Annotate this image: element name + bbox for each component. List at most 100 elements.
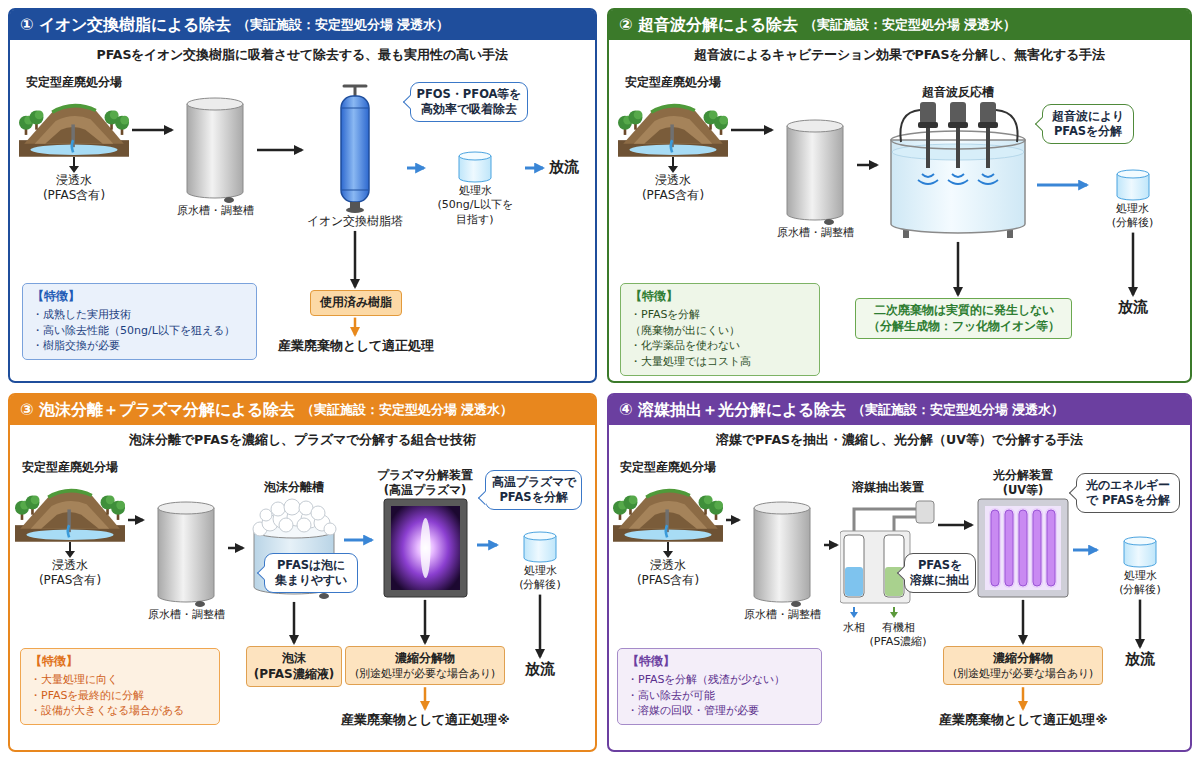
flow-arrow [539, 595, 542, 657]
tank-illustration [785, 118, 845, 226]
method-panel: ② 超音波分解による除去（実証施設：安定型処分場 浸透水） 超音波によるキャビテー… [607, 8, 1192, 383]
treated-water-label: 処理水 (50ng/L以下を 目指す) [427, 184, 523, 227]
feature-heading: 【特徴】 [32, 289, 247, 305]
text-node: 放流 [522, 660, 558, 680]
box-node: 二次廃棄物は実質的に発生しない（分解生成物：フッ化物イオン等） [855, 298, 1072, 339]
flow-arrow [354, 318, 357, 335]
flow-arrow [726, 519, 739, 522]
text-node: 放流 [1122, 650, 1158, 670]
treated-water-label: 処理水 (分解後) [1102, 202, 1164, 231]
feature-item: ・PFASを分解（廃棄物が出にくい） [630, 307, 810, 339]
box-text: 二次廃棄物は実質的に発生しない [862, 303, 1065, 319]
feature-item: ・成熟した実用技術 [32, 307, 247, 323]
flow-arrow [731, 129, 772, 132]
tank-node: 原水槽・調整槽 [775, 118, 855, 240]
header-band: ③ 泡沫分離＋プラズマ分解による除去 （実証施設：安定型処分場 浸透水） [10, 395, 595, 425]
feature-item: ・PFASを分解（残渣が少ない） [627, 672, 812, 688]
panel-description: 超音波によるキャビテーション効果でPFASを分解し、無害化する手法 [609, 47, 1190, 63]
flow-arrow [957, 242, 960, 295]
flow-arrow [477, 544, 497, 547]
header-band: ② 超音波分解による除去（実証施設：安定型処分場 浸透水） [609, 10, 1190, 40]
landfill-illustration [613, 476, 723, 542]
panel-description: PFASをイオン交換樹脂に吸着させて除去する、最も実用性の高い手法 [10, 47, 595, 63]
leachate-label: 浸透水 (PFAS含有) [36, 173, 112, 204]
panel-subtitle: （実証施設：安定型処分場 浸透水） [301, 402, 513, 418]
landfill-node: 安定型産廃処分場浸透水 (PFAS含有) [14, 460, 126, 589]
down-arrow [660, 542, 676, 558]
panel-title: ③ 泡沫分離＋プラズマ分解による除去 [20, 400, 295, 421]
flow-arrow [1139, 600, 1142, 647]
callout-tail [403, 95, 417, 109]
landfill-node: 安定型産廃処分場浸透水 (PFAS含有) [18, 75, 130, 204]
feature-item: ・大量処理に向く [30, 672, 210, 688]
description-row: 泡沫分離でPFASを濃縮し、プラズマで分解する組合せ技術 [10, 432, 595, 448]
feature-heading: 【特徴】 [630, 289, 810, 305]
flow-arrow [424, 687, 427, 709]
feat-node: 【特徴】・大量処理に向く・PFASを最終的に分解・設備が大きくなる場合がある [20, 648, 220, 725]
uv-node: 光分解装置 (UV等) [975, 468, 1071, 598]
landfill-node: 安定型産廃処分場浸透水 (PFAS含有) [612, 460, 724, 589]
header-band: ④ 溶媒抽出＋光分解による除去（実証施設：安定型処分場 浸透水） [609, 395, 1190, 425]
panel-description: 溶媒でPFASを抽出・濃縮し、光分解（UV等）で分解する手法 [609, 432, 1190, 448]
feature-item: ・高い除去が可能 [627, 688, 812, 704]
resin-tower-illustration [335, 82, 375, 214]
tower-node: イオン交換樹脂塔 [305, 82, 405, 229]
text-node: 産業廃棄物として適正処理 [268, 338, 443, 354]
feature-item: ・化学薬品を使わない [630, 338, 810, 354]
equipment-label: 超音波反応槽 [883, 85, 1033, 100]
phase-label: 有機相 (PFAS濃縮) [865, 621, 931, 650]
feature-heading: 【特徴】 [627, 654, 812, 670]
box-text: （分解生成物：フッ化物イオン等） [862, 319, 1065, 335]
callout-node: PFASは泡に 集まりやすい [264, 553, 358, 593]
flow-arrow [257, 149, 302, 152]
callout-node: 光のエネルギーで PFASを分解 [1076, 473, 1180, 513]
text-node: 産業廃棄物として適正処理※ [338, 712, 513, 728]
flow-arrow [228, 547, 243, 550]
equipment-label: 原水槽・調整槽 [175, 204, 255, 218]
flow-arrow [293, 602, 296, 643]
reactor-node: 超音波反応槽 [880, 85, 1035, 240]
feature-heading: 【特徴】 [30, 654, 210, 670]
panel-title: ① イオン交換樹脂による除去 [20, 15, 231, 36]
equipment-label: プラズマ分解装置 (高温プラズマ) [377, 468, 473, 498]
callout-node: PFASを 溶媒に抽出 [904, 553, 976, 593]
cup-node: 処理水 (50ng/L以下を 目指す) [427, 150, 523, 227]
feat-node: 【特徴】・PFASを分解（残渣が少ない）・高い除去が可能・溶媒の回収・管理が必要 [617, 648, 822, 725]
flow-arrow [1073, 549, 1097, 552]
flow-arrow [824, 544, 837, 547]
callout-tail [1069, 486, 1083, 500]
box-node: 濃縮分解物(別途処理が必要な場合あり) [943, 646, 1103, 685]
equipment-label: 原水槽・調整槽 [775, 226, 855, 240]
flow-arrow [1037, 184, 1087, 187]
flow-label: 放流 [1113, 298, 1153, 318]
facility-label: 安定型産廃処分場 [617, 75, 729, 91]
treated-water-illustration [1122, 535, 1158, 569]
description-row: 超音波によるキャビテーション効果でPFASを分解し、無害化する手法 [609, 47, 1190, 63]
callout-text: 高温プラズマで PFASを分解 [491, 475, 576, 505]
landfill-illustration [15, 476, 125, 542]
box-text: (別途処理が必要な場合あり) [950, 667, 1096, 681]
feat-node: 【特徴】・成熟した実用技術・高い除去性能（50ng/L以下を狙える）・樹脂交換が… [22, 283, 257, 360]
tank-node: 原水槽・調整槽 [146, 500, 226, 622]
tank-illustration [752, 500, 812, 608]
equipment-label: 原水槽・調整槽 [146, 608, 226, 622]
callout-text: 光のエネルギーで PFASを分解 [1082, 478, 1174, 508]
uv-illustration [977, 498, 1069, 598]
box-text: (別途処理が必要な場合あり) [352, 667, 498, 681]
feature-item: ・高い除去性能（50ng/L以下を狙える） [32, 323, 247, 339]
callout-node: 高温プラズマで PFASを分解 [485, 470, 582, 510]
down-arrow [665, 157, 681, 173]
flow-arrow [1022, 687, 1025, 709]
tank-node: 原水槽・調整槽 [742, 500, 822, 622]
plasma-illustration [383, 498, 468, 598]
equipment-label: 原水槽・調整槽 [742, 608, 822, 622]
leachate-label: 浸透水 (PFAS含有) [630, 558, 706, 589]
leachate-label: 浸透水 (PFAS含有) [32, 558, 108, 589]
box-text: 濃縮分解物 [950, 651, 1096, 667]
feature-item: ・設備が大きくなる場合がある [30, 703, 210, 719]
cup-node: 処理水 (分解後) [500, 530, 580, 593]
cup-node: 処理水 (分解後) [1100, 535, 1180, 598]
organic-phase-arrow-head [890, 612, 898, 618]
method-panel: ③ 泡沫分離＋プラズマ分解による除去 （実証施設：安定型処分場 浸透水） 泡沫分離で… [8, 393, 597, 752]
treated-water-illustration [522, 530, 558, 564]
